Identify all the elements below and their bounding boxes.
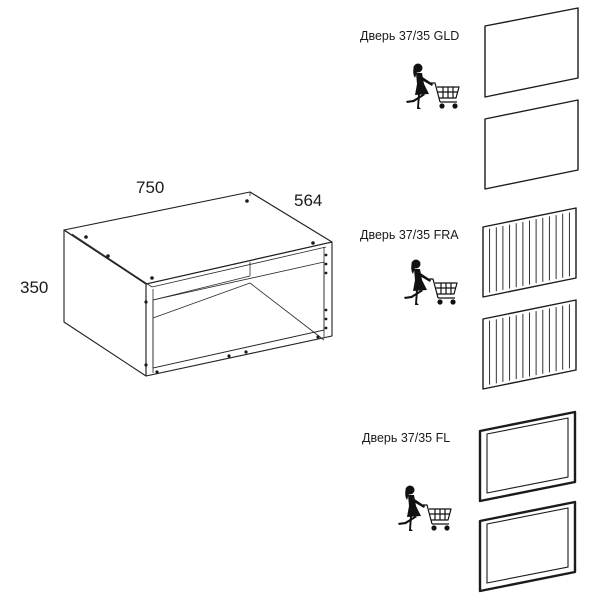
door-grooves-top <box>489 212 570 293</box>
door-option-label: Дверь 37/35 GLD <box>360 29 459 43</box>
shopper-with-cart-icon[interactable] <box>403 258 458 306</box>
hole <box>324 326 328 330</box>
door-option-fra[interactable]: Дверь 37/35 FRA <box>360 207 577 390</box>
door-panel-framed-top <box>478 410 577 503</box>
cabinet-top-panel <box>63 191 333 285</box>
top-panel-edge <box>71 233 153 288</box>
door-panel-framed-bottom <box>478 500 577 593</box>
hole <box>311 241 315 245</box>
depth-dimension: 564 <box>294 191 322 210</box>
door-option-label: Дверь 37/35 FL <box>362 431 450 445</box>
cabinet-opening <box>152 261 325 369</box>
hole <box>106 254 110 258</box>
width-dimension: 750 <box>136 178 164 197</box>
door-panel-top <box>484 7 579 98</box>
door-option-label: Дверь 37/35 FRA <box>360 228 459 242</box>
interior-top-back <box>152 275 251 301</box>
bottom-panel-edge <box>145 335 333 377</box>
cabinet-drawing: 750 564 350 <box>20 178 333 377</box>
hole <box>316 335 320 339</box>
door-panel-bottom <box>484 99 579 190</box>
door-option-gld[interactable]: Дверь 37/35 GLD <box>360 7 579 190</box>
hole <box>324 271 328 275</box>
hole <box>324 308 328 312</box>
hole <box>150 276 154 280</box>
height-dimension: 350 <box>20 278 48 297</box>
hole <box>245 199 249 203</box>
hole <box>324 253 328 257</box>
shopper-with-cart-icon[interactable] <box>405 62 460 110</box>
mounting-holes <box>84 199 328 374</box>
hole <box>244 350 248 354</box>
hole <box>84 235 88 239</box>
hole <box>144 300 148 304</box>
door-option-fl[interactable]: Дверь 37/35 FL <box>362 410 577 593</box>
interior-shelf-line <box>152 282 251 319</box>
door-frame-inset-bottom <box>486 507 569 584</box>
hole <box>324 262 328 266</box>
door-frame-inset-top <box>486 417 569 494</box>
cabinet-left-side <box>63 229 147 377</box>
hole <box>227 354 231 358</box>
top-panel-edge-front <box>151 246 327 288</box>
hole <box>155 370 159 374</box>
door-grooves-bottom <box>489 304 570 385</box>
hole <box>144 363 148 367</box>
bottom-panel-front <box>152 329 325 369</box>
shopper-with-cart-icon[interactable] <box>397 484 452 532</box>
hole <box>324 317 328 321</box>
interior-floor-line <box>249 282 325 341</box>
